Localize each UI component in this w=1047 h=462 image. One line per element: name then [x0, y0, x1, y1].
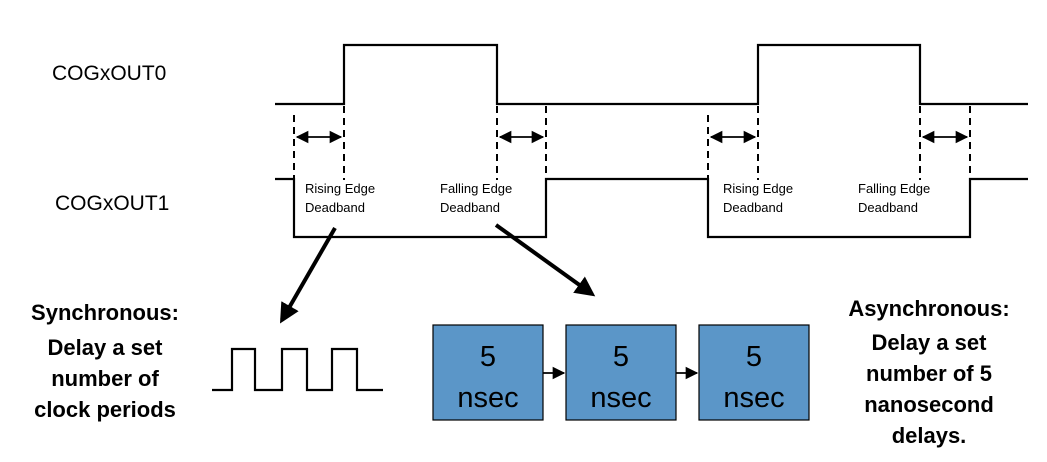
async-line-4: delays. [892, 423, 967, 448]
rising-deadband-label-1-line1: Rising Edge [305, 181, 375, 196]
delay-block-3-value: 5 [746, 341, 762, 373]
cogxout1-waveform [275, 177, 1028, 239]
async-title: Asynchronous: [848, 296, 1009, 321]
sync-title: Synchronous: [31, 300, 179, 325]
falling-deadband-label-2-line1: Falling Edge [858, 181, 930, 196]
delay-chain: 5 nsec 5 nsec 5 nsec [432, 324, 810, 421]
rising-deadband-label-1-line2: Deadband [305, 200, 365, 215]
falling-deadband-label-1-line1: Falling Edge [440, 181, 512, 196]
async-line-2: number of 5 [866, 361, 992, 386]
sync-line-2: number of [51, 366, 159, 391]
sync-pointer-arrow [280, 227, 337, 324]
delay-block-1 [432, 324, 544, 421]
async-line-3: nanosecond [864, 392, 994, 417]
delay-block-3 [698, 324, 810, 421]
delay-block-3-unit: nsec [723, 382, 784, 414]
async-line-1: Delay a set [872, 330, 988, 355]
async-pointer-arrow [494, 223, 596, 297]
rising-deadband-label-2-line2: Deadband [723, 200, 783, 215]
rising-deadband-label-2-line1: Rising Edge [723, 181, 793, 196]
sync-line-3: clock periods [34, 397, 176, 422]
delay-block-2-value: 5 [613, 341, 629, 373]
falling-deadband-label-2-line2: Deadband [858, 200, 918, 215]
falling-deadband-label-1-line2: Deadband [440, 200, 500, 215]
sync-line-1: Delay a set [48, 335, 164, 360]
delay-block-1-value: 5 [480, 341, 496, 373]
delay-block-2 [565, 324, 677, 421]
cogxout0-waveform [275, 43, 1028, 106]
deadband-markers [293, 106, 971, 180]
cogxout0-label: COGxOUT0 [52, 62, 166, 85]
delay-block-2-unit: nsec [590, 382, 651, 414]
delay-block-1-unit: nsec [457, 382, 518, 414]
cogxout1-label: COGxOUT1 [55, 192, 169, 215]
clock-waveform [212, 347, 383, 392]
